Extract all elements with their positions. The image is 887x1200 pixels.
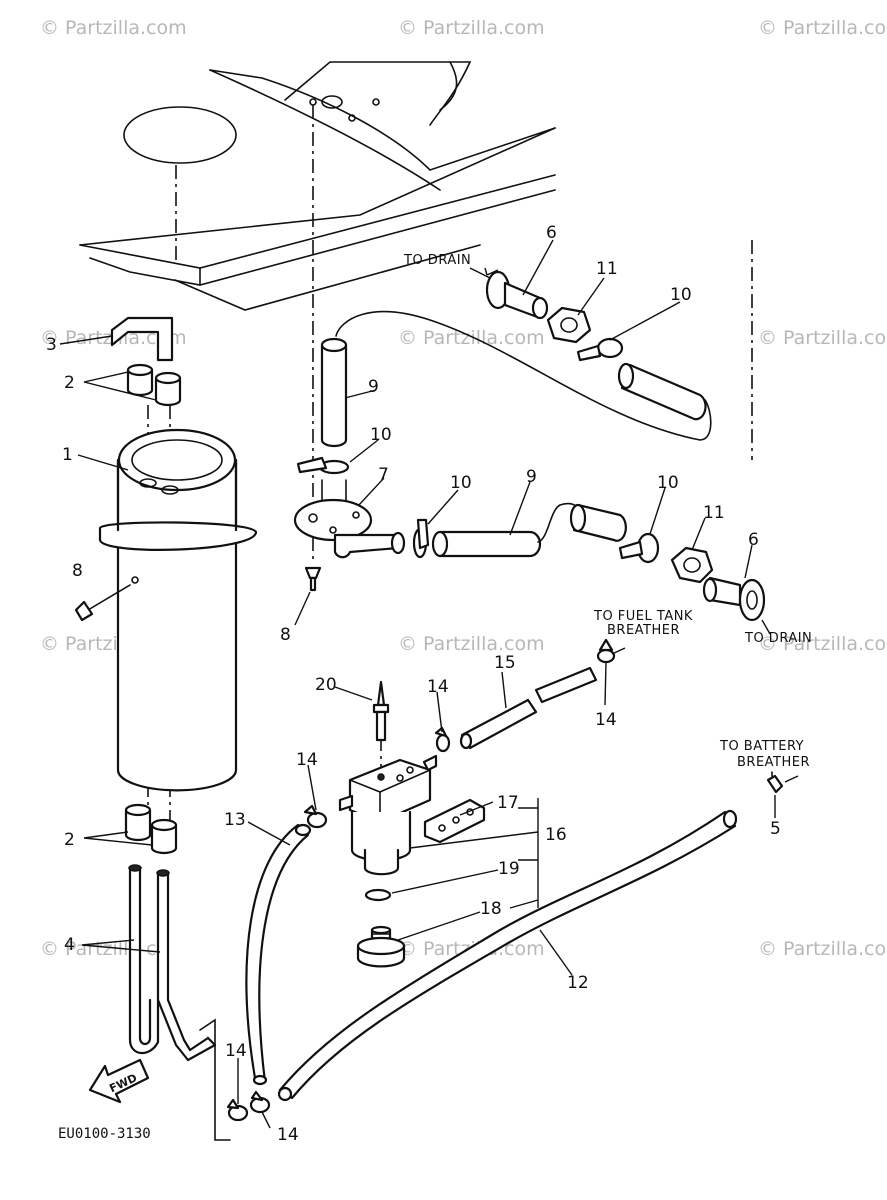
note-to-drain-upper: TO DRAIN [403, 253, 471, 268]
callout-8-middle: 8 [280, 625, 291, 645]
note-arrows [469, 267, 799, 783]
diagram-code: EU0100-3130 [58, 1126, 151, 1142]
clamp-part-10-upper-right[interactable] [576, 337, 624, 362]
bracket-part-3[interactable] [110, 316, 174, 362]
note-to-drain-lower: TO DRAIN [744, 631, 812, 646]
watermark: © Partzilla.com [758, 327, 887, 349]
hose-upper-right[interactable] [617, 362, 707, 421]
callout-17: 17 [497, 793, 519, 813]
watermark: © Partzilla.com [40, 17, 187, 39]
note-battery-line1: TO BATTERY [719, 739, 804, 754]
callout-14-e: 14 [277, 1125, 299, 1145]
pin-part-20[interactable] [372, 680, 390, 742]
callout-10-upper: 10 [370, 425, 392, 445]
watermark: © Partzilla.com [758, 17, 887, 39]
callout-14-b: 14 [595, 710, 617, 730]
watermark: © Partzilla.com [398, 17, 545, 39]
breather-hose-upper[interactable] [335, 310, 712, 441]
grommets-top-part-2[interactable] [126, 363, 182, 407]
leader-lines [59, 239, 776, 1129]
hose-segment-right[interactable] [569, 503, 627, 542]
callout-10-upper-right: 10 [670, 285, 692, 305]
callout-numbers: 3 2 1 8 2 4 6 11 10 9 10 7 10 9 10 11 6 … [46, 223, 781, 1145]
watermark: © Partzilla.com [398, 327, 545, 349]
callout-14-a: 14 [427, 677, 449, 697]
callout-13: 13 [224, 810, 246, 830]
callout-5: 5 [770, 819, 781, 839]
grommets-bottom-part-2[interactable] [124, 803, 178, 855]
callout-20: 20 [315, 675, 337, 695]
forward-arrow: FWD [88, 1058, 150, 1104]
note-fuel-tank-line1: TO FUEL TANK [593, 609, 693, 624]
callout-18: 18 [480, 899, 502, 919]
callout-1: 1 [62, 445, 73, 465]
hose-part-9-lower[interactable] [431, 530, 542, 558]
routing-notes: TO DRAIN TO DRAIN TO FUEL TANK BREATHER … [403, 253, 812, 770]
drain-fitting-part-6-upper[interactable] [485, 270, 549, 320]
callout-11-right: 11 [703, 503, 725, 523]
center-lines [147, 105, 753, 830]
tubes-part-4[interactable] [128, 864, 231, 1141]
callout-14-c: 14 [296, 750, 318, 770]
note-battery-line2: BREATHER [737, 755, 810, 770]
nut-part-11-right[interactable] [670, 546, 714, 584]
watermark: © Partzilla.com [398, 633, 545, 655]
clip-part-5[interactable] [766, 771, 784, 794]
callout-11-upper: 11 [596, 259, 618, 279]
callout-6-upper: 6 [546, 223, 557, 243]
hull-deck [79, 61, 556, 311]
watermark: © Partzilla.com [758, 938, 887, 960]
callout-9-upper: 9 [368, 377, 379, 397]
hose-part-12[interactable] [277, 809, 738, 1102]
flange-part-7[interactable] [293, 479, 406, 559]
callout-4: 4 [64, 935, 75, 955]
callout-16: 16 [545, 825, 567, 845]
hose-part-13[interactable] [245, 823, 312, 1086]
canister-part-1[interactable] [98, 428, 258, 792]
clamp-part-10-upper[interactable] [296, 456, 350, 475]
callout-3: 3 [46, 335, 57, 355]
o-ring-part-19[interactable] [364, 888, 392, 902]
callout-15: 15 [494, 653, 516, 673]
watermark: © Partzilla.com [758, 633, 887, 655]
clamp-part-14-d[interactable] [226, 1098, 249, 1122]
fuel-filter-part-16[interactable] [338, 754, 438, 876]
callout-2-bottom: 2 [64, 830, 75, 850]
clamp-part-14-b[interactable] [596, 638, 616, 664]
callout-14-d: 14 [225, 1041, 247, 1061]
screw-part-8-left[interactable] [74, 584, 131, 622]
hose-part-15[interactable] [459, 666, 598, 750]
drain-fitting-part-6-lower[interactable] [702, 576, 766, 622]
hose-part-9-upper[interactable] [320, 337, 348, 448]
clamp-part-14-a[interactable] [434, 726, 451, 753]
clamp-part-14-c[interactable] [303, 804, 328, 829]
bracket-plate-part-17[interactable] [423, 798, 486, 844]
callout-10-right: 10 [657, 473, 679, 493]
callout-7: 7 [378, 465, 389, 485]
callout-6-lower: 6 [748, 530, 759, 550]
nut-part-11-upper[interactable] [546, 306, 592, 344]
screw-part-8-middle[interactable] [304, 566, 322, 592]
callout-10-middle: 10 [450, 473, 472, 493]
callout-8-left: 8 [72, 561, 83, 581]
callout-12: 12 [567, 973, 589, 993]
callout-19: 19 [498, 859, 520, 879]
clamp-part-10-middle[interactable] [412, 518, 430, 559]
clamp-part-14-e[interactable] [249, 1090, 271, 1114]
callout-9-lower: 9 [526, 467, 537, 487]
watermark: © Partzilla.com [40, 938, 187, 960]
cup-part-18[interactable] [356, 925, 406, 968]
note-fuel-tank-line2: BREATHER [607, 623, 680, 638]
callout-2-top: 2 [64, 373, 75, 393]
clamp-part-10-right[interactable] [618, 532, 660, 564]
